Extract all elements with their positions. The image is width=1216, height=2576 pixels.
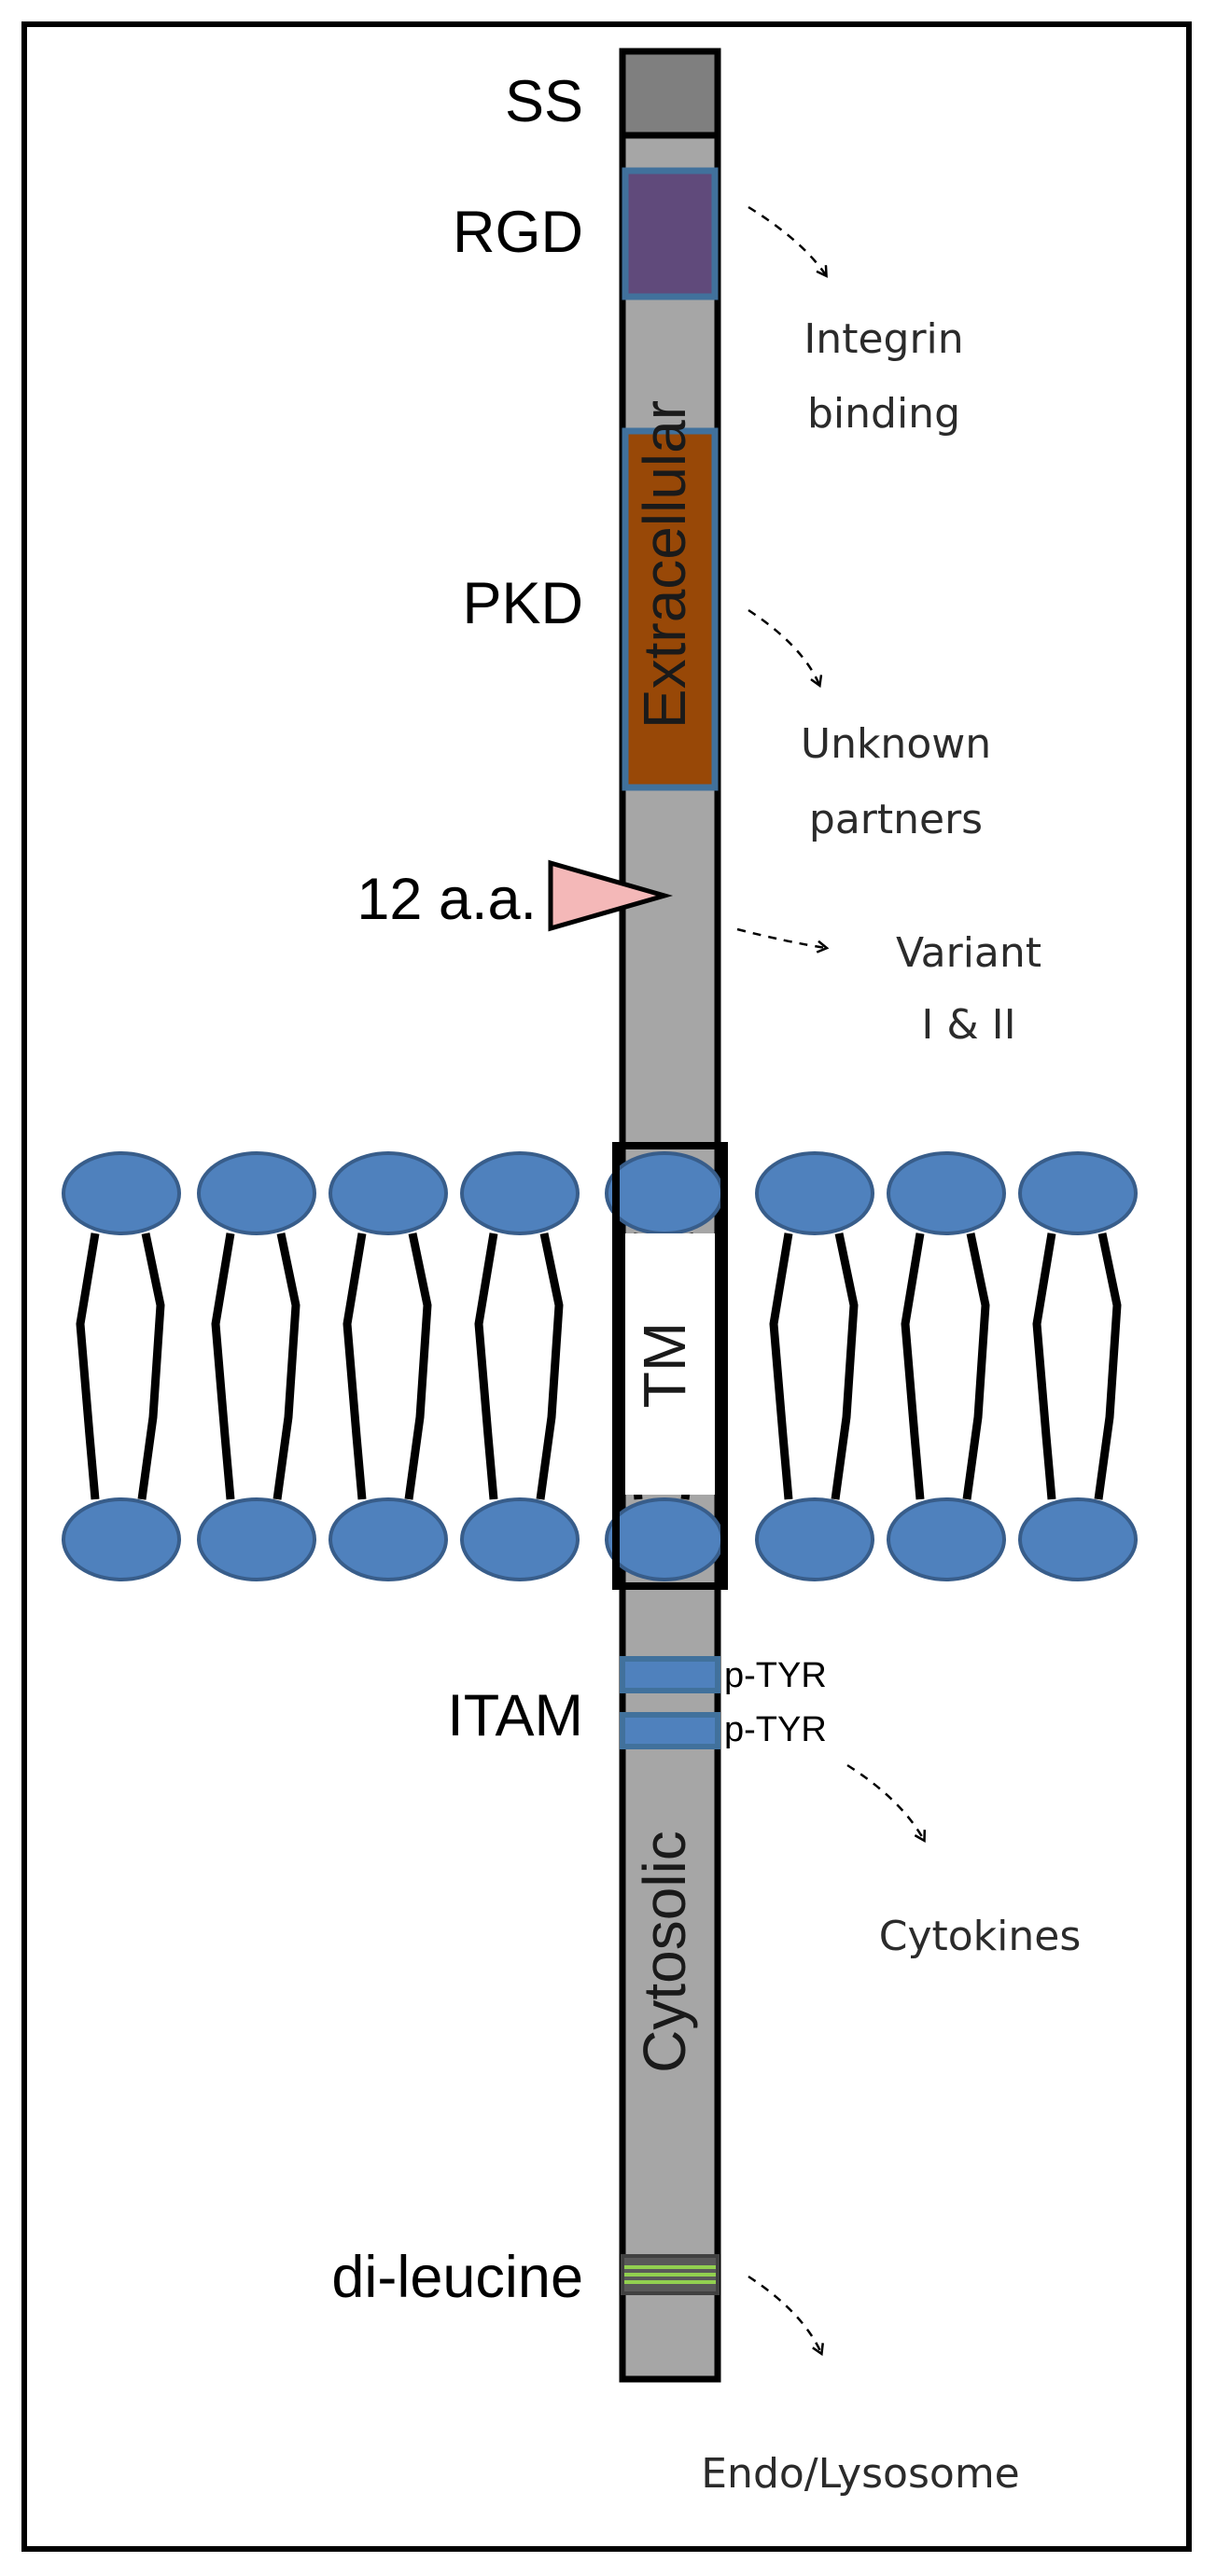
transmembrane-segment [612, 1142, 728, 1590]
function-label-variant-line2: I & II [921, 1001, 1015, 1049]
lipid-tail [342, 1232, 367, 1500]
arrow-endo-lysosome [748, 2275, 821, 2353]
lipid-head-outer [1018, 1151, 1138, 1235]
region-label-extracellular: Extracellular [631, 400, 698, 729]
lipid-head-inner [755, 1497, 874, 1581]
arrow-cytokines [846, 1763, 924, 1840]
lipid-head-inner [197, 1497, 316, 1581]
lipid-tail [1032, 1232, 1056, 1500]
domain-label-pkd: PKD [462, 571, 583, 636]
lipid-bilayer [62, 1151, 1138, 1581]
figure-border [21, 21, 1192, 2552]
lipid-tail [76, 1232, 100, 1500]
function-label-cytokines: Cytokines [879, 1913, 1082, 1960]
lipid-tail [962, 1232, 990, 1500]
pkd-domain-segment [622, 427, 719, 791]
lipid-tail [404, 1232, 432, 1500]
lipid-tail [536, 1232, 564, 1500]
lipid-tail [211, 1232, 235, 1500]
lipid-tail [137, 1232, 165, 1500]
transmembrane-core [625, 1233, 715, 1495]
itam-site-label-2: p-TYR [724, 1710, 827, 1749]
domain-label-ss: SS [505, 69, 583, 134]
lipid-head-inner [887, 1497, 1006, 1581]
function-label-variant-line1: Variant [896, 929, 1041, 977]
lipid-head-outer [755, 1151, 874, 1235]
function-label-integrin-line2: binding [807, 390, 960, 438]
region-label-tm: TM [631, 1322, 698, 1408]
lipid-head-outer [460, 1151, 580, 1235]
lipid-head-outer [197, 1151, 316, 1235]
signal-sequence-segment [619, 48, 721, 139]
function-label-endo-lysosome: Endo/Lysosome [701, 2450, 1020, 2498]
twelve-aa-triangle-marker [548, 859, 674, 932]
function-label-integrin-line1: Integrin [804, 315, 963, 363]
lipid-head-inner [1018, 1497, 1138, 1581]
domain-label-dileucine: di-leucine [331, 2245, 583, 2310]
domain-label-rgd: RGD [453, 200, 583, 265]
lipid-tail [474, 1232, 498, 1500]
lipid-tail [901, 1232, 925, 1500]
lipid-head-inner [328, 1497, 448, 1581]
lipid-tail [1094, 1232, 1122, 1500]
region-label-cytosolic: Cytosolic [631, 1831, 698, 2073]
lipid-head-inner [460, 1497, 580, 1581]
lipid-head-outer [328, 1151, 448, 1235]
arrow-variant [736, 927, 826, 948]
domain-label-itam: ITAM [447, 1683, 583, 1748]
lipid-head-outer [887, 1151, 1006, 1235]
itam-segment-1 [620, 1656, 720, 1693]
lipid-tail [273, 1232, 301, 1500]
function-label-unknown-line1: Unknown [801, 720, 991, 768]
lipid-head-inner [62, 1497, 181, 1581]
lipid-tail [831, 1232, 859, 1500]
rgd-domain-segment [622, 167, 719, 300]
function-label-unknown-line2: partners [809, 796, 983, 843]
itam-site-label-1: p-TYR [724, 1656, 827, 1695]
lipid-tail [769, 1232, 793, 1500]
domain-label-12aa: 12 a.a. [356, 867, 537, 932]
itam-segment-2 [620, 1712, 720, 1749]
lipid-head-outer [62, 1151, 181, 1235]
